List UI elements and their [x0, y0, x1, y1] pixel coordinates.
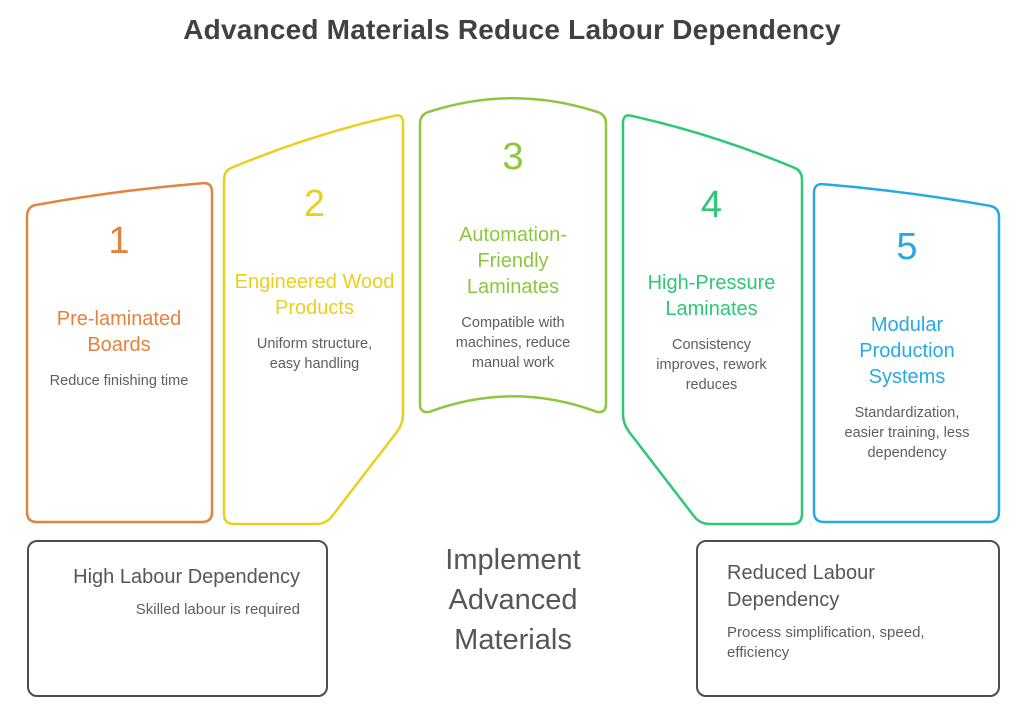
- after-state-description: Process simplification, speed, efficienc…: [727, 624, 925, 661]
- step-description: Consistency improves, rework reduces: [656, 337, 767, 393]
- panel-4-outline: [621, 114, 804, 526]
- page-title: Advanced Materials Reduce Labour Depende…: [183, 14, 841, 45]
- step-description: Reduce finishing time: [49, 373, 189, 389]
- step-description: Uniform structure, easy handling: [256, 336, 373, 372]
- step-number: 5: [896, 226, 918, 268]
- step-title: Engineered Wood Products: [234, 271, 395, 319]
- before-state-title: High Labour Dependency: [73, 566, 300, 588]
- step-title: Automation-Friendly Laminates: [459, 224, 567, 298]
- step-panel-3: 3 Automation-Friendly Laminates Compatib…: [420, 136, 606, 373]
- step-panel-1: 1 Pre-laminated Boards Reduce finishing …: [26, 220, 212, 391]
- panel-5-outline: [812, 182, 1001, 524]
- panel-3-outline: [418, 97, 608, 414]
- step-title: High-Pressure Laminates: [647, 272, 776, 320]
- step-description: Standardization, easier training, less d…: [844, 405, 970, 461]
- panel-2-outline: [222, 114, 405, 526]
- step-number: 4: [700, 184, 723, 226]
- after-state-title: Reduced Labour Dependency: [727, 562, 875, 611]
- after-state-box: Reduced Labour Dependency Process simpli…: [696, 540, 1000, 697]
- before-state-description: Skilled labour is required: [135, 601, 300, 618]
- panel-1-outline: [25, 181, 214, 524]
- step-description: Compatible with machines, reduce manual …: [455, 315, 571, 371]
- step-number: 2: [303, 183, 326, 225]
- step-number: 1: [108, 220, 130, 262]
- step-title: Modular Production Systems: [859, 314, 955, 388]
- step-number: 3: [502, 136, 524, 178]
- step-title: Pre-laminated Boards: [56, 308, 182, 356]
- center-action-label: Implement Advanced Materials: [445, 544, 581, 656]
- step-panel-4: 4 High-Pressure Laminates Consistency im…: [621, 184, 802, 395]
- before-state-box: High Labour Dependency Skilled labour is…: [27, 540, 328, 697]
- step-panel-5: 5 Modular Production Systems Standardiza…: [814, 226, 1000, 463]
- step-panel-2: 2 Engineered Wood Products Uniform struc…: [224, 183, 405, 374]
